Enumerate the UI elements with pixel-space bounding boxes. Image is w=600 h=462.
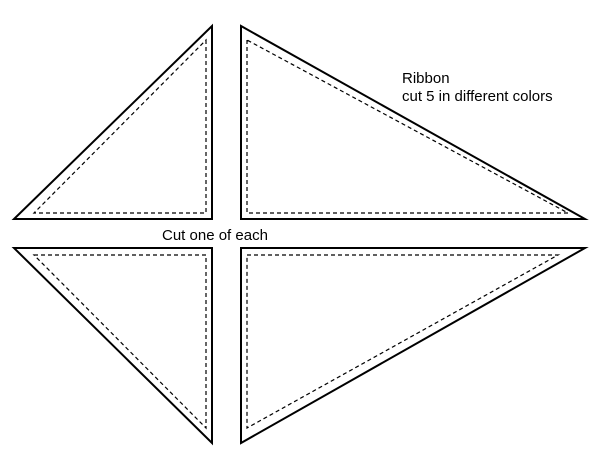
triangle-bottom-right	[240, 247, 589, 445]
ribbon-note: cut 5 in different colors	[402, 88, 553, 105]
triangle-bottom-left	[11, 247, 213, 446]
cut-instruction: Cut one of each	[162, 227, 268, 244]
triangle-top-left-stitch-line	[32, 38, 207, 214]
triangle-top-right	[240, 24, 589, 220]
triangle-bottom-right-stitch-line	[246, 254, 561, 430]
triangle-bottom-left-cut-line	[11, 247, 213, 446]
triangle-top-left-cut-line	[11, 23, 213, 220]
triangle-top-right-cut-line	[240, 24, 589, 220]
triangle-top-right-stitch-line	[246, 38, 569, 214]
triangle-bottom-right-cut-line	[240, 247, 589, 445]
triangle-bottom-left-stitch-line	[32, 254, 207, 430]
triangle-top-left	[11, 23, 213, 220]
ribbon-title: Ribbon	[402, 70, 450, 87]
